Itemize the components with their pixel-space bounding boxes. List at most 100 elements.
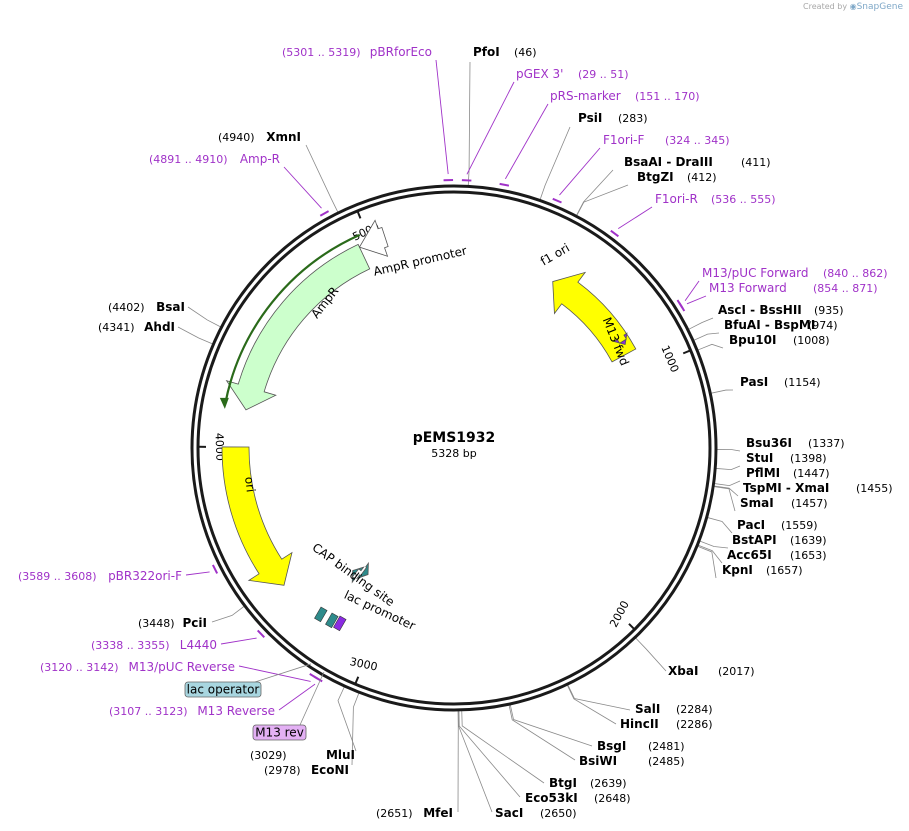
enzyme-bsu36i-label[interactable]: Bsu36I bbox=[746, 436, 792, 450]
primer-pbrforeco-leader bbox=[435, 59, 449, 175]
primer-pbrforeco-label[interactable]: pBRforEco bbox=[370, 45, 432, 59]
enzyme-smai-label[interactable]: SmaI bbox=[740, 496, 774, 510]
enzyme-bsai-position: (4402) bbox=[108, 301, 145, 314]
enzyme-paci-label[interactable]: PacI bbox=[737, 518, 765, 532]
primer-pbr322ori-f-range: (3589 .. 3608) bbox=[18, 570, 97, 583]
enzyme-saci-position: (2650) bbox=[540, 807, 577, 820]
enzyme-bsiwi-leader bbox=[508, 705, 576, 761]
feature-lacpromoter-arrow[interactable] bbox=[355, 561, 369, 580]
tick-5000 bbox=[356, 210, 362, 219]
enzyme-bsgi-label[interactable]: BsgI bbox=[597, 739, 626, 753]
enzyme-btgzi-label[interactable]: BtgZI bbox=[637, 170, 674, 184]
enzyme-pcii-label[interactable]: PciI bbox=[183, 616, 208, 630]
primer-m13-reverse-mark bbox=[313, 675, 323, 683]
enzyme-sali-leader bbox=[567, 684, 631, 711]
feature-cap-arrow[interactable] bbox=[351, 566, 365, 584]
enzyme-pflmi-label[interactable]: PflMI bbox=[746, 466, 780, 480]
enzyme-bpu10i-label[interactable]: Bpu10I bbox=[729, 333, 776, 347]
primer-m13-puc-forward-range: (840 .. 862) bbox=[823, 267, 888, 280]
enzyme-pasi-label[interactable]: PasI bbox=[740, 375, 768, 389]
enzyme-bsu36i-position: (1337) bbox=[808, 437, 845, 450]
enzyme-smai-position: (1457) bbox=[791, 497, 828, 510]
enzyme-smai-leader bbox=[714, 486, 736, 512]
enzyme-pfoi-label[interactable]: PfoI bbox=[473, 45, 500, 59]
primer-m13-forward-leader bbox=[686, 295, 707, 305]
enzyme-xbai-label[interactable]: XbaI bbox=[668, 664, 698, 678]
enzyme-bsgi-leader bbox=[509, 704, 593, 747]
enzyme-eco53ki-label[interactable]: Eco53kI bbox=[525, 791, 578, 805]
enzyme-ahdi-label[interactable]: AhdI bbox=[144, 320, 175, 334]
primer-pgex-3-label[interactable]: pGEX 3' bbox=[516, 67, 563, 81]
enzyme-xmni-position: (4940) bbox=[218, 131, 255, 144]
feature-ori-arrow[interactable] bbox=[221, 446, 293, 586]
enzyme-bsu36i-leader bbox=[716, 449, 741, 452]
enzyme-btgzi-position: (412) bbox=[687, 171, 717, 184]
plasmid-name: pEMS1932 bbox=[413, 430, 496, 446]
enzyme-hincii-label[interactable]: HincII bbox=[620, 717, 659, 731]
leader-lines bbox=[177, 61, 741, 813]
enzyme-bsai-label[interactable]: BsaI bbox=[156, 300, 185, 314]
enzyme-bsaai-draiii-position: (411) bbox=[741, 156, 771, 169]
enzyme-saci-label[interactable]: SacI bbox=[495, 806, 523, 820]
credit-brand: SnapGene bbox=[856, 2, 903, 12]
enzyme-bstapi-label[interactable]: BstAPI bbox=[732, 533, 777, 547]
primer-f1ori-r-mark bbox=[610, 229, 619, 238]
primer-pbr322ori-f-label[interactable]: pBR322ori-F bbox=[108, 569, 182, 583]
enzyme-paci-leader bbox=[707, 517, 733, 534]
feature-f1ori-label: f1 ori bbox=[538, 241, 572, 269]
primer-f1ori-f-leader bbox=[559, 147, 601, 196]
enzyme-asci-bsshii-label[interactable]: AscI - BssHII bbox=[718, 303, 802, 317]
enzyme-bsiwi-label[interactable]: BsiWI bbox=[579, 754, 617, 768]
enzyme-mfei-label[interactable]: MfeI bbox=[423, 806, 453, 820]
primer-amp-r-label[interactable]: Amp-R bbox=[240, 152, 280, 166]
feature-ampr-arrow[interactable] bbox=[225, 243, 371, 411]
primer-m13-forward-range: (854 .. 871) bbox=[813, 282, 878, 295]
enzyme-xbai-position: (2017) bbox=[718, 665, 755, 678]
enzyme-sali-label[interactable]: SalI bbox=[635, 702, 660, 716]
enzyme-mlui-label[interactable]: MluI bbox=[326, 748, 355, 762]
enzyme-bsgi-position: (2481) bbox=[648, 740, 685, 753]
primer-m13-reverse-label[interactable]: M13 Reverse bbox=[197, 704, 275, 718]
enzyme-pasi-position: (1154) bbox=[784, 376, 821, 389]
enzyme-pfoi-position: (46) bbox=[514, 46, 537, 59]
enzyme-stui-label[interactable]: StuI bbox=[746, 451, 773, 465]
enzyme-psii-label[interactable]: PsiI bbox=[578, 111, 602, 125]
primer-l4440-leader bbox=[220, 637, 257, 645]
enzyme-eco53ki-leader bbox=[458, 710, 521, 798]
enzyme-xmni-label[interactable]: XmnI bbox=[266, 130, 301, 144]
box-m13-rev-frame[interactable] bbox=[252, 724, 307, 741]
tick-2000 bbox=[628, 623, 636, 631]
primer-m13-reverse-leader bbox=[278, 683, 316, 711]
feature-amprpromoter-arrow[interactable] bbox=[358, 219, 389, 257]
primer-prs-marker-leader bbox=[505, 103, 549, 180]
primer-m13-reverse-range: (3107 .. 3123) bbox=[109, 705, 188, 718]
enzyme-econi-label[interactable]: EcoNI bbox=[311, 763, 349, 777]
enzyme-bsaai-draiii-label[interactable]: BsaAI - DraIII bbox=[624, 155, 713, 169]
primer-f1ori-r-label[interactable]: F1ori-R bbox=[655, 192, 698, 206]
box-lac-operator-leader bbox=[254, 663, 312, 683]
enzyme-tspmi-xmai-label[interactable]: TspMI - XmaI bbox=[743, 481, 829, 495]
box-lac-operator-label: lac operator bbox=[187, 683, 260, 697]
enzyme-hincii-leader bbox=[567, 685, 617, 725]
enzyme-kpni-label[interactable]: KpnI bbox=[722, 563, 753, 577]
primer-m13-puc-forward-label[interactable]: M13/pUC Forward bbox=[702, 266, 809, 280]
primer-prs-marker-label[interactable]: pRS-marker bbox=[550, 89, 621, 103]
enzyme-btgi-label[interactable]: BtgI bbox=[549, 776, 577, 790]
primer-m13-puc-reverse-label[interactable]: M13/pUC Reverse bbox=[129, 660, 236, 674]
primer-f1ori-f-label[interactable]: F1ori-F bbox=[603, 133, 644, 147]
primer-l4440-label[interactable]: L4440 bbox=[180, 638, 217, 652]
enzyme-ahdi-leader bbox=[177, 326, 213, 345]
enzyme-tspmi-xmai-leader bbox=[714, 485, 739, 497]
box-lac-operator-frame[interactable] bbox=[184, 681, 262, 698]
primer-m13-forward-label[interactable]: M13 Forward bbox=[709, 281, 787, 295]
primer-pgex-3-leader bbox=[466, 81, 515, 175]
feature-m13fwd-arrow[interactable] bbox=[613, 332, 628, 346]
box-m13-rev-label: M13 rev bbox=[255, 726, 304, 740]
enzyme-btgi-leader bbox=[461, 710, 545, 784]
enzyme-acc65i-label[interactable]: Acc65I bbox=[727, 548, 772, 562]
ampr-orf-arrowhead bbox=[219, 397, 229, 409]
enzyme-bfuai-bspmi-label[interactable]: BfuAI - BspMI bbox=[724, 318, 815, 332]
enzyme-tspmi-xmai-position: (1455) bbox=[856, 482, 893, 495]
feature-f1ori-arrow[interactable] bbox=[552, 271, 637, 363]
